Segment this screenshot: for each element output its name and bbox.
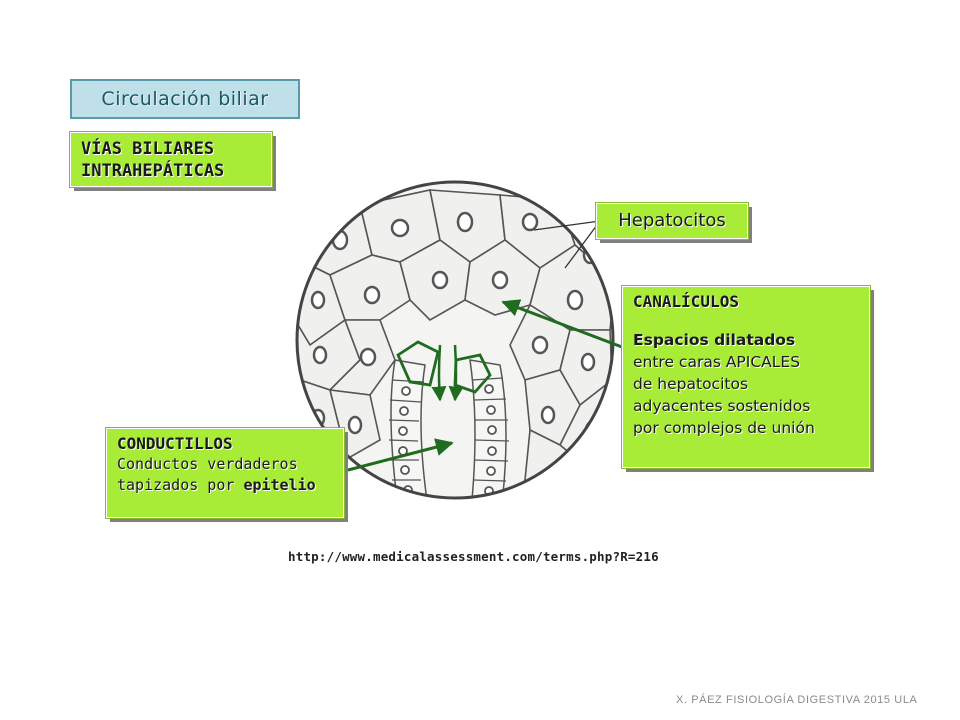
canaliculos-line5: por complejos de unión	[633, 419, 815, 437]
conductillos-title: CONDUCTILLOS	[117, 434, 233, 453]
conductillos-line2a: tapizados por	[117, 476, 244, 494]
vias-biliares-label: VÍAS BILIARES INTRAHEPÁTICAS	[69, 131, 273, 188]
canaliculus-outline-left	[396, 340, 440, 387]
conductillos-label: CONDUCTILLOS Conductos verdaderos tapiza…	[105, 427, 345, 519]
footer-credit: X. PÁEZ FISIOLOGÍA DIGESTIVA 2015 ULA	[676, 694, 918, 706]
hepatocitos-leader-1	[533, 220, 601, 231]
canaliculos-description: Espacios dilatados entre caras APICALES …	[633, 329, 859, 439]
vias-label-line2: INTRAHEPÁTICAS	[81, 161, 225, 181]
conductillos-arrow	[347, 438, 454, 472]
source-url: http://www.medicalassessment.com/terms.p…	[288, 549, 659, 564]
conductillos-line1: Conductos verdaderos	[117, 455, 298, 473]
page-title: Circulación biliar	[70, 79, 300, 119]
conductillos-line2: tapizados por epitelio	[117, 475, 333, 496]
canaliculos-label: CANALÍCULOS Espacios dilatados entre car…	[621, 285, 871, 469]
hepatocitos-label: Hepatocitos	[595, 202, 749, 240]
hepatocitos-leader-2	[564, 220, 601, 269]
canaliculos-line2b: APICALES	[725, 353, 801, 371]
canaliculos-line3: de hepatocitos	[633, 375, 749, 393]
canaliculos-line4: adyacentes sostenidos	[633, 397, 811, 415]
vias-label-line1: VÍAS BILIARES	[81, 139, 215, 159]
canaliculus-outline-right	[453, 353, 492, 394]
canaliculos-arrow	[501, 299, 623, 349]
canaliculos-line2a: entre caras	[633, 353, 726, 371]
canaliculos-title: CANALÍCULOS	[633, 292, 739, 311]
canaliculos-line1: Espacios dilatados	[633, 331, 796, 349]
conductillos-line2b: epitelio	[243, 476, 316, 494]
